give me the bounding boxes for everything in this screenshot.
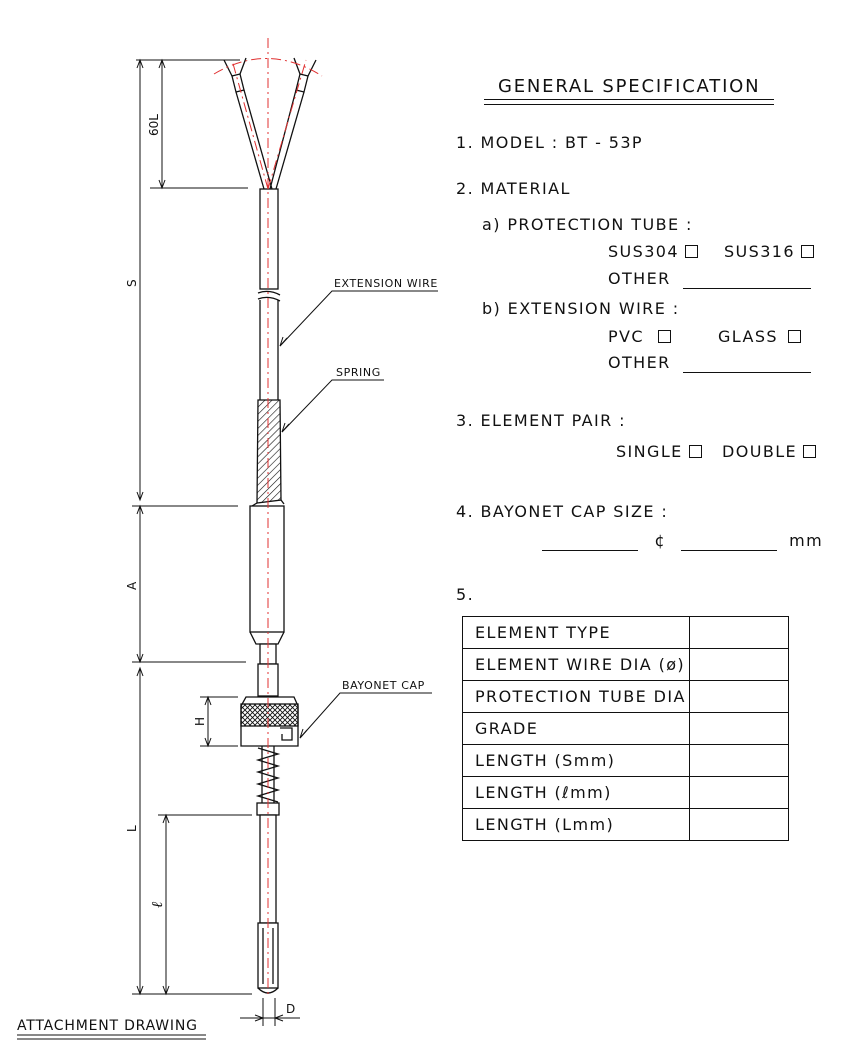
pvc-label: PVC xyxy=(608,327,644,346)
sus316-checkbox[interactable] xyxy=(800,245,814,258)
table-row: PROTECTION TUBE DIA xyxy=(462,680,789,713)
table-row: ELEMENT WIRE DIA (ø) xyxy=(462,648,789,681)
table-cell-label: GRADE xyxy=(462,712,690,745)
table-cell-value[interactable] xyxy=(689,680,789,713)
attachment-drawing-caption: ATTACHMENT DRAWING xyxy=(17,1018,198,1034)
table-cell-label: LENGTH (Lmm) xyxy=(462,808,690,841)
table-row: ELEMENT TYPE xyxy=(462,616,789,649)
double-checkbox[interactable] xyxy=(803,445,817,458)
sus316-option: SUS316 xyxy=(724,242,814,261)
pvc-checkbox[interactable] xyxy=(657,330,671,343)
glass-label: GLASS xyxy=(718,327,778,346)
double-label: DOUBLE xyxy=(722,442,798,461)
other-wire-blank[interactable] xyxy=(683,353,812,373)
bayonet-cap-size-fields: ¢ mm xyxy=(542,531,823,551)
model-line: 1. MODEL : BT - 53P xyxy=(456,133,643,152)
dim-a-label: A xyxy=(125,581,139,590)
table-row: LENGTH (ℓmm) xyxy=(462,776,789,809)
table-cell-value[interactable] xyxy=(689,744,789,777)
glass-option: GLASS xyxy=(718,327,801,346)
leader-lines xyxy=(279,290,438,739)
table-cell-label: PROTECTION TUBE DIA xyxy=(462,680,690,713)
material-heading: 2. MATERIAL xyxy=(456,179,571,198)
table-cell-value[interactable] xyxy=(689,776,789,809)
table-cell-value[interactable] xyxy=(689,808,789,841)
single-label: SINGLE xyxy=(616,442,683,461)
other-tube-blank[interactable] xyxy=(683,269,812,289)
extension-wire-heading: b) EXTENSION WIRE : xyxy=(482,299,680,318)
dim-s-label: S xyxy=(125,279,139,287)
sus304-label: SUS304 xyxy=(608,242,679,261)
attachment-drawing: EXTENSION WIRE SPRING BAYONET CAP 60L S … xyxy=(17,38,438,1040)
glass-checkbox[interactable] xyxy=(787,330,801,343)
dim-small-l-label: ℓ xyxy=(148,902,166,908)
dimension-lines xyxy=(132,58,300,1026)
table-cell-value[interactable] xyxy=(689,648,789,681)
bayonet-cap-callout: BAYONET CAP xyxy=(342,679,425,692)
spec-title-underline xyxy=(484,104,774,105)
phi-symbol: ¢ xyxy=(654,531,667,550)
single-checkbox[interactable] xyxy=(688,445,702,458)
cap-size-blank-2[interactable] xyxy=(680,531,777,551)
pvc-option: PVC xyxy=(608,327,671,346)
sus316-label: SUS316 xyxy=(724,242,795,261)
dim-h-label: H xyxy=(193,717,207,726)
dim-60l-label: 60L xyxy=(147,114,161,136)
table-cell-value[interactable] xyxy=(689,712,789,745)
double-option: DOUBLE xyxy=(722,442,817,461)
table-cell-value[interactable] xyxy=(689,616,789,649)
bayonet-cap-size-heading: 4. BAYONET CAP SIZE : xyxy=(456,502,669,521)
other-tube-label: OTHER xyxy=(608,269,671,288)
other-tube-option: OTHER xyxy=(608,269,812,289)
other-wire-label: OTHER xyxy=(608,353,671,372)
single-option: SINGLE xyxy=(616,442,702,461)
other-wire-option: OTHER xyxy=(608,353,812,373)
spring-callout: SPRING xyxy=(336,366,381,379)
table-row: GRADE xyxy=(462,712,789,745)
center-line xyxy=(213,38,323,998)
mm-unit: mm xyxy=(789,531,824,550)
dim-d-label: D xyxy=(286,1002,295,1016)
sus304-checkbox[interactable] xyxy=(684,245,698,258)
table-row: LENGTH (Smm) xyxy=(462,744,789,777)
table-cell-label: ELEMENT TYPE xyxy=(462,616,690,649)
extension-wire-callout: EXTENSION WIRE xyxy=(334,277,438,290)
item-5-label: 5. xyxy=(456,585,475,604)
spec-title: GENERAL SPECIFICATION xyxy=(484,76,775,100)
cap-size-blank-1[interactable] xyxy=(542,531,638,551)
probe-body xyxy=(223,57,317,994)
protection-tube-heading: a) PROTECTION TUBE : xyxy=(482,215,693,234)
table-cell-label: LENGTH (ℓmm) xyxy=(462,776,690,809)
table-cell-label: ELEMENT WIRE DIA (ø) xyxy=(462,648,690,681)
sus304-option: SUS304 xyxy=(608,242,698,261)
element-pair-heading: 3. ELEMENT PAIR : xyxy=(456,411,626,430)
table-row: LENGTH (Lmm) xyxy=(462,808,789,841)
spec-table: ELEMENT TYPE ELEMENT WIRE DIA (ø) PROTEC… xyxy=(462,616,789,841)
dim-l-label: L xyxy=(125,825,139,832)
table-cell-label: LENGTH (Smm) xyxy=(462,744,690,777)
